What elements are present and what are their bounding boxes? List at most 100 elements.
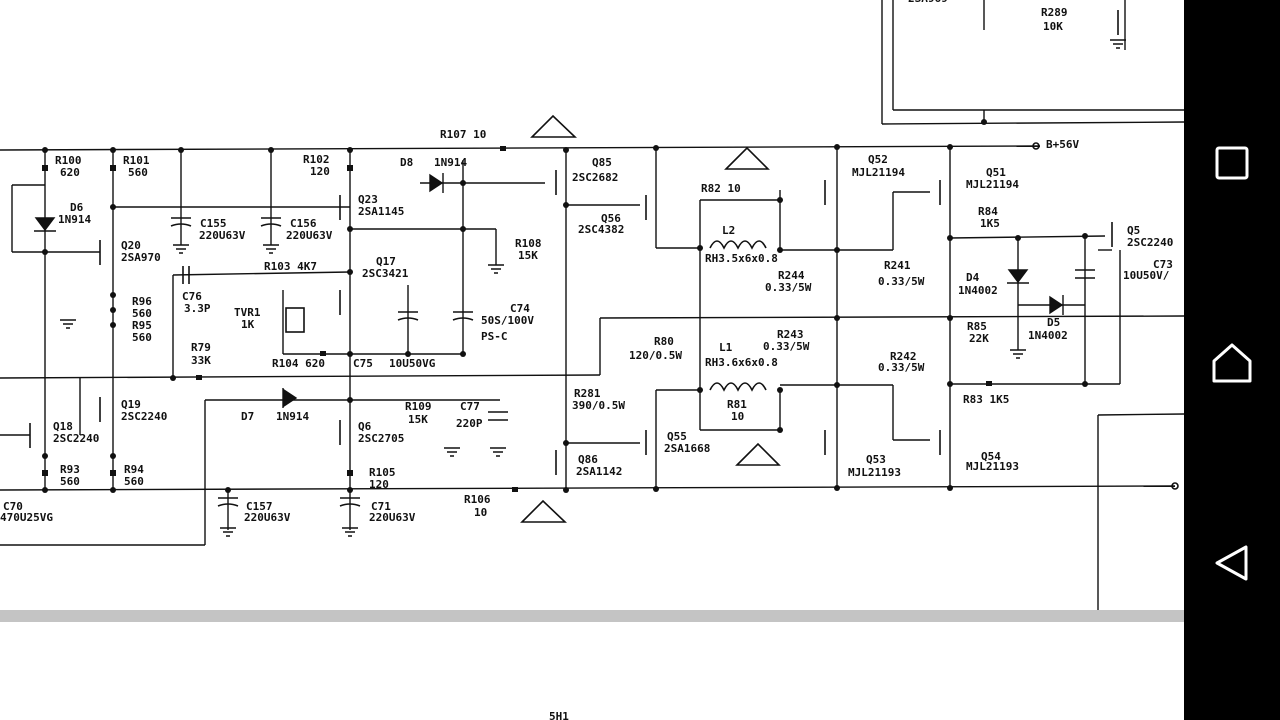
component-label: R289	[1041, 6, 1068, 19]
component-label: 10	[731, 410, 744, 423]
component-label: C155	[200, 217, 227, 230]
component-label: 2SC4382	[578, 223, 624, 236]
component-label: Q52	[868, 153, 888, 166]
triangle-back-icon	[1215, 545, 1248, 581]
component-label: 560	[128, 166, 148, 179]
component-label: Q86	[578, 453, 598, 466]
component-label: 560	[124, 475, 144, 488]
component-label: Q51	[986, 166, 1006, 179]
component-label: R243	[777, 328, 804, 341]
component-label: 10U50VG	[389, 357, 436, 370]
component-label: 15K	[408, 413, 428, 426]
component-label: R101	[123, 154, 150, 167]
component-label: 0.33/5W	[765, 281, 812, 294]
component-label: 2SC2705	[358, 432, 404, 445]
component-label: 2SC2240	[1127, 236, 1173, 249]
component-label: B+56V	[1046, 138, 1079, 151]
component-label: R105	[369, 466, 396, 479]
component-label: 10U50V/	[1123, 269, 1170, 282]
component-label: R94	[124, 463, 144, 476]
component-label: D5	[1047, 316, 1060, 329]
component-label: 560	[132, 307, 152, 320]
component-label: R104 620	[272, 357, 325, 370]
component-label: 1N914	[58, 213, 91, 226]
component-label: R103 4K7	[264, 260, 317, 273]
component-label: 2SC2682	[572, 171, 618, 184]
component-label: 1N4002	[958, 284, 998, 297]
component-label: 120	[369, 478, 389, 491]
home-icon	[1212, 343, 1252, 383]
component-label: D7	[241, 410, 254, 423]
component-label: R81	[727, 398, 747, 411]
component-label: R93	[60, 463, 80, 476]
component-label: 5H1	[549, 710, 569, 720]
recents-button[interactable]	[1202, 133, 1262, 193]
component-label: 560	[60, 475, 80, 488]
component-label: 50S/100V	[481, 314, 534, 327]
component-label: 220U63V	[244, 511, 291, 524]
component-label: R106	[464, 493, 491, 506]
component-label: 1K	[241, 318, 255, 331]
component-label: PS-C	[481, 330, 508, 343]
component-label: C156	[290, 217, 317, 230]
component-label: C77	[460, 400, 480, 413]
component-label: D6	[70, 201, 84, 214]
component-label: R82 10	[701, 182, 741, 195]
component-label: D8	[400, 156, 413, 169]
component-label: R100	[55, 154, 82, 167]
component-label: 2SA1668	[664, 442, 710, 455]
component-label: Q6	[358, 420, 372, 433]
component-label: 220U63V	[369, 511, 416, 524]
horizontal-scrollbar[interactable]	[0, 610, 1184, 622]
component-label: R95	[132, 319, 152, 332]
component-label: 220U63V	[286, 229, 333, 242]
component-label: Q53	[866, 453, 886, 466]
component-label: RH3.5x6x0.8	[705, 252, 778, 265]
component-label: 390/0.5W	[572, 399, 625, 412]
component-label: C71	[371, 500, 391, 513]
component-label: 10	[474, 506, 487, 519]
component-label: C70	[3, 500, 23, 513]
component-label: 120	[310, 165, 330, 178]
component-label: 1N4002	[1028, 329, 1068, 342]
component-label: 560	[132, 331, 152, 344]
component-label: 2SA969	[908, 0, 948, 5]
component-label: R281	[574, 387, 601, 400]
android-navigation-bar	[1184, 0, 1280, 720]
component-label: C74	[510, 302, 530, 315]
component-label: R85	[967, 320, 987, 333]
component-label: R244	[778, 269, 805, 282]
component-label: R80	[654, 335, 674, 348]
component-label: R84	[978, 205, 998, 218]
component-label: Q85	[592, 156, 612, 169]
component-label: R242	[890, 350, 917, 363]
component-label: 2SC2240	[53, 432, 99, 445]
component-label: 1N914	[276, 410, 309, 423]
component-label: 0.33/5W	[763, 340, 810, 353]
component-label: 33K	[191, 354, 211, 367]
component-label: 10K	[1043, 20, 1063, 33]
component-label: R109	[405, 400, 432, 413]
back-button[interactable]	[1202, 533, 1262, 593]
home-button[interactable]	[1202, 333, 1262, 393]
component-label: MJL21193	[848, 466, 901, 479]
component-label: L1	[719, 341, 733, 354]
component-label: Q56	[601, 212, 621, 225]
component-label: C76	[182, 290, 202, 303]
component-label: RH3.6x6x0.8	[705, 356, 778, 369]
component-label: 0.33/5W	[878, 275, 925, 288]
component-label: 2SC3421	[362, 267, 409, 280]
component-label: R107 10	[440, 128, 486, 141]
component-label: C75	[353, 357, 373, 370]
component-label: R96	[132, 295, 152, 308]
component-label: 2SA1142	[576, 465, 622, 478]
component-label: Q20	[121, 239, 141, 252]
component-label: 1N914	[434, 156, 467, 169]
component-label: L2	[722, 224, 735, 237]
component-label: MJL21193	[966, 460, 1019, 473]
component-label: 2SA1145	[358, 205, 404, 218]
component-label: R102	[303, 153, 330, 166]
component-label: 2SC2240	[121, 410, 167, 423]
component-label: Q5	[1127, 224, 1140, 237]
